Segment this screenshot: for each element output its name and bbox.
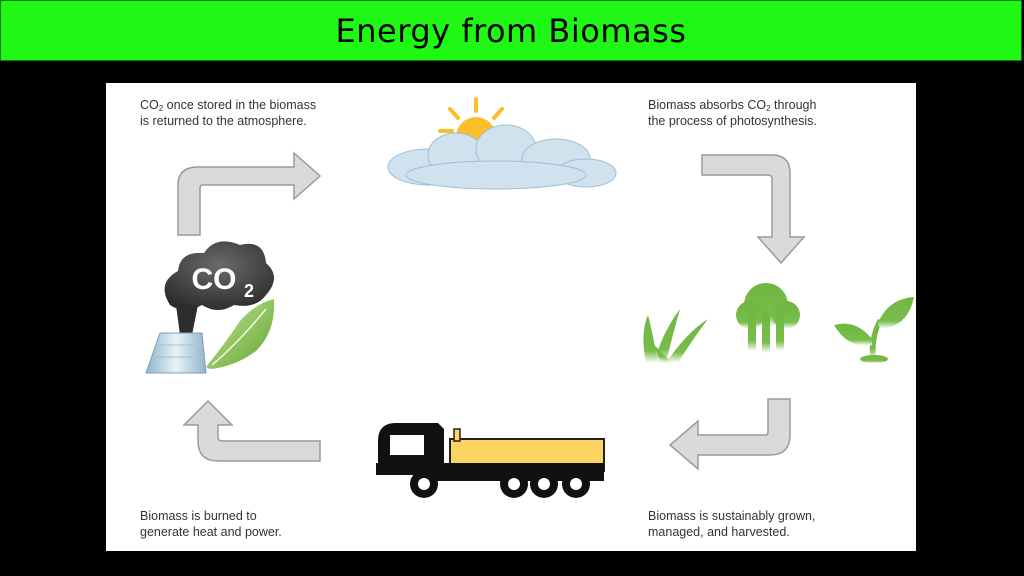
biomass-cycle-diagram: CO 2	[145, 97, 914, 498]
caption-bottom-left: Biomass is burned to generate heat and p…	[140, 509, 282, 539]
arrow-left-up	[182, 399, 321, 462]
diagram-panel: CO 2	[106, 83, 916, 551]
arrow-right-down	[701, 154, 806, 265]
caption-top-right: Biomass absorbs CO2 through the process …	[648, 98, 817, 128]
co2-label: CO	[192, 263, 237, 296]
co2-subscript: 2	[244, 281, 254, 301]
plants-icon	[642, 283, 914, 363]
truck-icon	[376, 423, 605, 498]
title-bar: Energy from Biomass	[0, 0, 1022, 61]
arrow-up-right	[177, 151, 322, 236]
caption-bottom-right: Biomass is sustainably grown, managed, a…	[648, 509, 816, 539]
page-title: Energy from Biomass	[335, 11, 687, 50]
arrow-down-left	[668, 398, 791, 471]
caption-top-left: CO2 once stored in the biomass is return…	[140, 98, 317, 128]
co2-factory-icon: CO 2	[145, 241, 275, 374]
sun-cloud-icon	[387, 97, 617, 190]
